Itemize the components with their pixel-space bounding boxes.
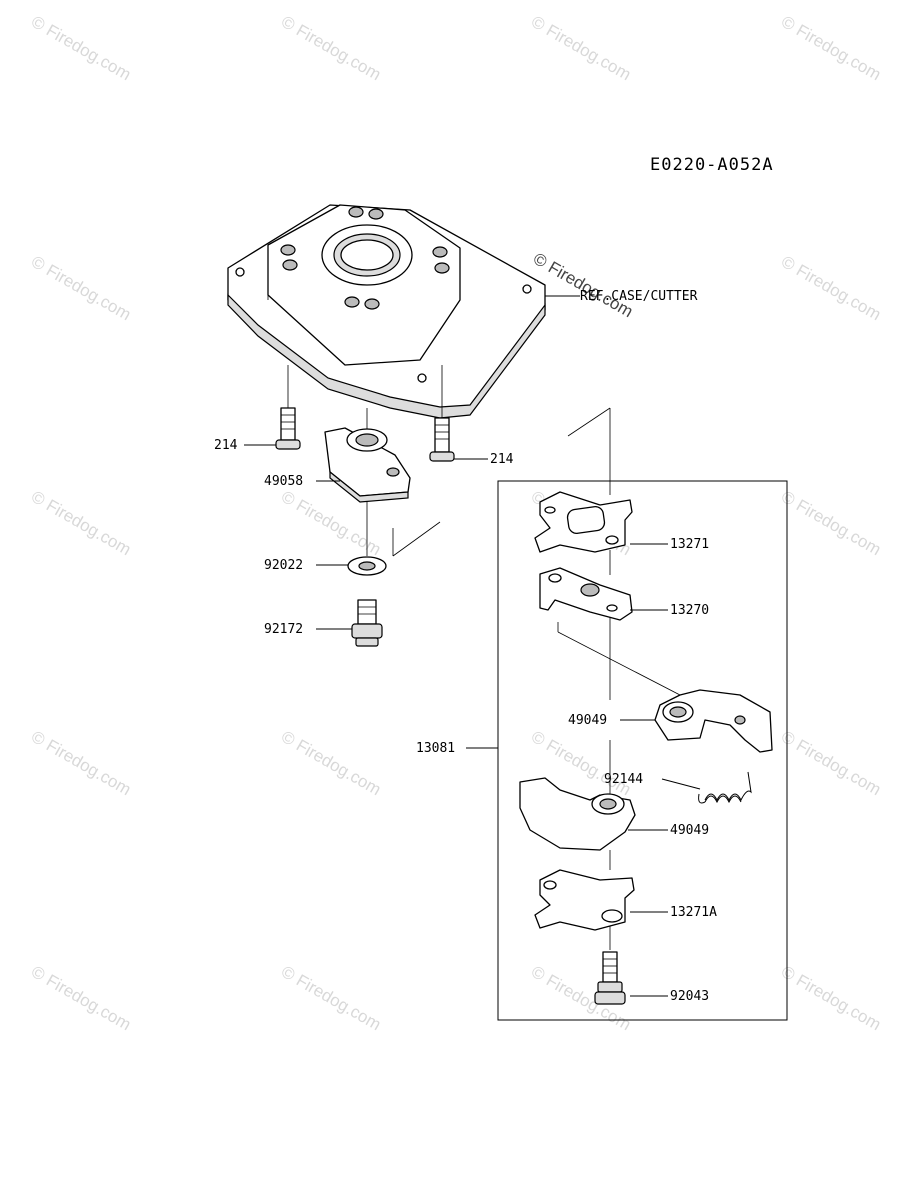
- axis-line: [392, 521, 441, 557]
- bolt-214-left: [275, 407, 301, 450]
- watermark: © Firedog.com: [28, 962, 134, 1034]
- label-13271: 13271: [670, 537, 709, 552]
- watermark: © Firedog.com: [778, 12, 884, 84]
- watermark: © Firedog.com: [778, 962, 884, 1034]
- label-92172: 92172: [264, 622, 303, 637]
- watermark: © Firedog.com: [278, 727, 384, 799]
- plate-13270: [539, 567, 633, 621]
- axis-line: [567, 407, 611, 437]
- watermark: © Firedog.com: [778, 727, 884, 799]
- axis-line: [557, 631, 681, 696]
- label-49058: 49058: [264, 474, 303, 489]
- label-214-right: 214: [490, 452, 514, 467]
- watermark-dark: © Firedog.com: [530, 249, 636, 321]
- ref-label: REF.CASE/CUTTER: [580, 289, 698, 304]
- watermark: © Firedog.com: [778, 487, 884, 559]
- watermark: © Firedog.com: [278, 12, 384, 84]
- watermark: © Firedog.com: [278, 962, 384, 1034]
- label-214-left: 214: [214, 438, 238, 453]
- label-49049-bottom: 49049: [670, 823, 709, 838]
- watermark: © Firedog.com: [28, 12, 134, 84]
- plate-13271: [534, 491, 633, 553]
- label-49049-top: 49049: [568, 713, 607, 728]
- spring-92144: [698, 771, 752, 804]
- part-49058: [324, 427, 411, 503]
- shoe-49049-bottom: [519, 777, 636, 851]
- clutch-case-ref: [227, 204, 546, 419]
- diagram-code: E0220-A052A: [650, 155, 774, 175]
- bolt-92043: [594, 951, 626, 1005]
- label-13081: 13081: [416, 741, 455, 756]
- label-92144: 92144: [604, 772, 643, 787]
- assembly-box-13081: [497, 480, 788, 1021]
- label-92043: 92043: [670, 989, 709, 1004]
- label-13271A: 13271A: [670, 905, 717, 920]
- shoe-49049-top: [654, 689, 773, 753]
- washer-92022: [347, 556, 387, 576]
- watermark: © Firedog.com: [28, 252, 134, 324]
- label-92022: 92022: [264, 558, 303, 573]
- label-13270: 13270: [670, 603, 709, 618]
- plate-13271A: [534, 869, 635, 931]
- watermark: © Firedog.com: [528, 12, 634, 84]
- watermark: © Firedog.com: [778, 252, 884, 324]
- watermark: © Firedog.com: [28, 727, 134, 799]
- bolt-214-right: [429, 417, 455, 462]
- bolt-92172: [351, 599, 383, 647]
- watermark: © Firedog.com: [28, 487, 134, 559]
